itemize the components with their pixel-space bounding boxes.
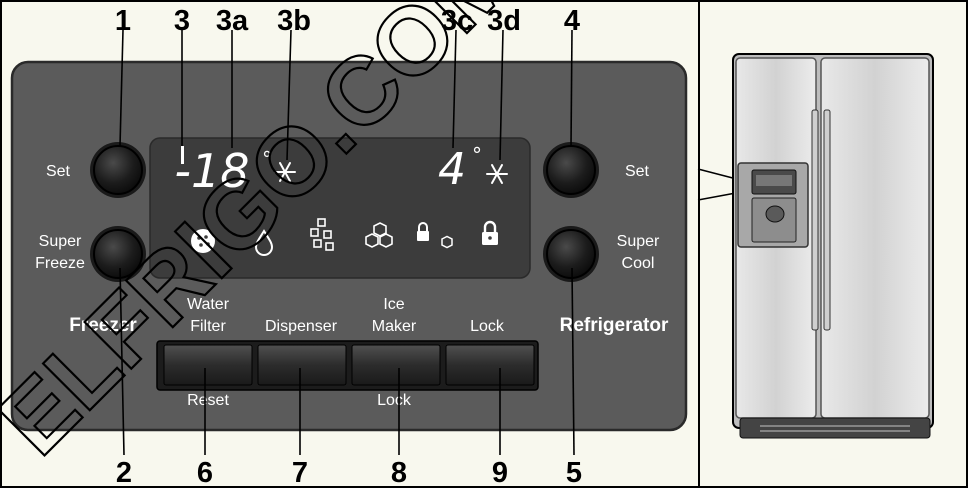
- padlock-icon: [417, 222, 429, 241]
- lock-label-bottom: Lock: [377, 392, 412, 409]
- leader-lines: [119, 29, 753, 456]
- fridge-super-cool-knob[interactable]: [543, 226, 599, 282]
- water-filter-label-line2: Filter: [190, 318, 226, 335]
- callout-3d: 3d: [487, 5, 521, 37]
- fridge-mini-readout: [756, 175, 792, 186]
- dispenser-lock-icon: [482, 220, 498, 245]
- refrigerator-group-label: Refrigerator: [560, 315, 669, 336]
- lock-label-top: Lock: [470, 318, 505, 335]
- fridge-degree-symbol: °: [472, 143, 482, 167]
- ice-maker-lock-button[interactable]: [351, 344, 441, 386]
- super-cool-label-line2: Cool: [622, 255, 655, 272]
- callout-9: 9: [492, 457, 508, 488]
- freezer-handle: [811, 109, 819, 331]
- callout-2: 2: [116, 457, 132, 488]
- lcd-display: [149, 137, 531, 279]
- ice-cubes-icon: [365, 222, 393, 248]
- ice-crusher-icon: [191, 229, 215, 253]
- freezer-temperature-readout: -18: [174, 144, 249, 198]
- callout-7: 7: [292, 457, 308, 488]
- snowflake-icon: [486, 164, 508, 184]
- water-filter-label-line1: Water: [187, 296, 230, 313]
- base-grille: [739, 417, 931, 439]
- dispenser-paddle: [765, 205, 785, 223]
- dispenser-button[interactable]: [257, 344, 347, 386]
- lcd-segment-marker: [181, 146, 184, 164]
- super-cool-label-line1: Super: [617, 233, 660, 250]
- reset-label: Reset: [187, 392, 229, 409]
- ice-maker-label-line1: Ice: [383, 296, 404, 313]
- ice-maker-label-line2: Maker: [372, 318, 417, 335]
- freezer-super-freeze-knob[interactable]: [90, 226, 146, 282]
- callout-6: 6: [197, 457, 213, 488]
- fridge-door: [820, 57, 930, 419]
- crushed-ice-icon: [310, 218, 334, 251]
- fridge-set-knob[interactable]: [543, 142, 599, 198]
- water-filter-reset-button[interactable]: [163, 344, 253, 386]
- super-freeze-label-line2: Freeze: [35, 255, 85, 272]
- dispenser-label: Dispenser: [265, 318, 338, 335]
- freezer-set-knob[interactable]: [90, 142, 146, 198]
- freezer-set-label: Set: [46, 163, 71, 180]
- callout-3: 3: [174, 5, 190, 37]
- callout-3c: 3c: [441, 5, 473, 37]
- callout-5: 5: [566, 457, 582, 488]
- freezer-degree-symbol: °: [262, 147, 272, 171]
- callout-3b: 3b: [277, 5, 311, 37]
- ice-cubes-icon: [441, 235, 453, 249]
- fridge-handle: [823, 109, 831, 331]
- super-freeze-label-line1: Super: [39, 233, 82, 250]
- callout-1: 1: [115, 5, 131, 37]
- callout-3a: 3a: [216, 5, 249, 37]
- fridge-temperature-readout: 4: [438, 144, 466, 195]
- callout-8: 8: [391, 457, 407, 488]
- lock-button[interactable]: [445, 344, 535, 386]
- fridge-set-label: Set: [625, 163, 650, 180]
- refrigerator-illustration: [732, 53, 934, 439]
- snowflake-icon: [274, 162, 296, 182]
- callout-4: 4: [564, 5, 580, 37]
- water-drop-icon: [254, 229, 274, 256]
